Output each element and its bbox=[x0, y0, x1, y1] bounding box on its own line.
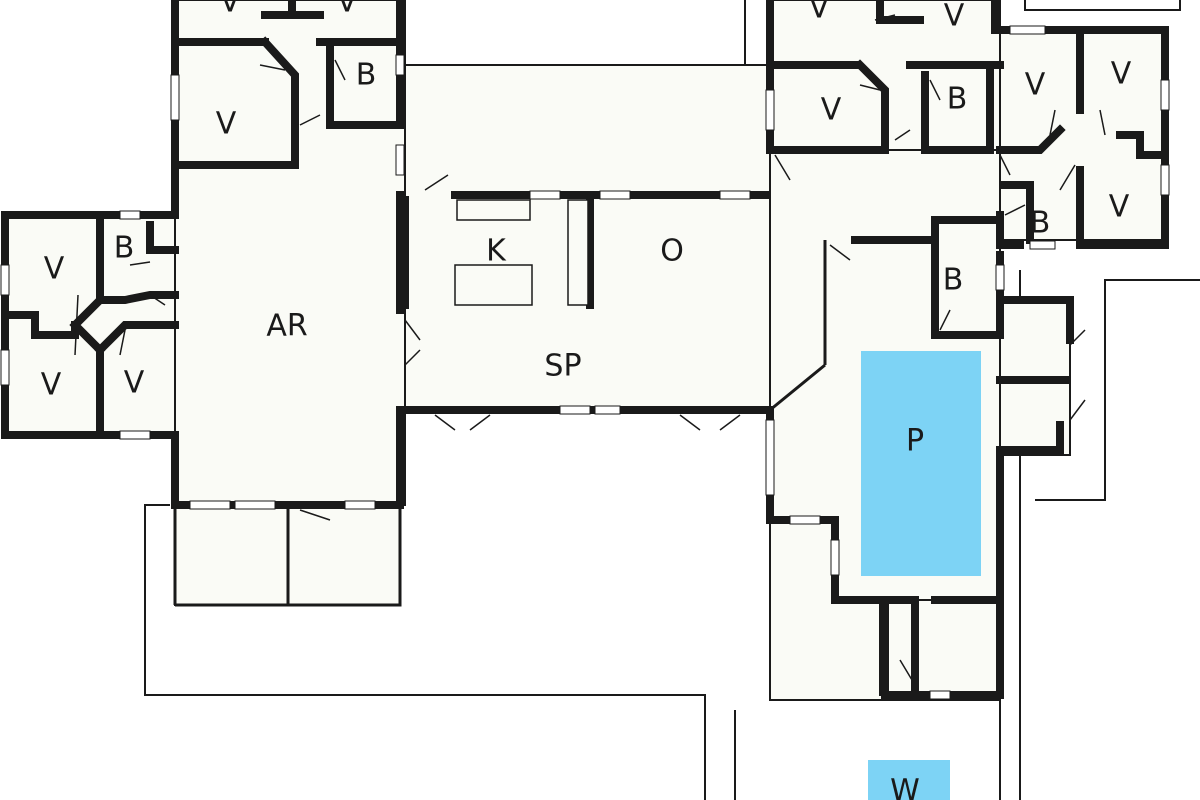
label-bedroom: V bbox=[1025, 68, 1046, 103]
label-bathroom: B bbox=[1030, 206, 1051, 241]
whirlpool bbox=[868, 760, 950, 800]
label-bedroom: V bbox=[41, 368, 62, 403]
label-living: O bbox=[660, 234, 684, 269]
label-bathroom: B bbox=[114, 231, 135, 266]
label-bedroom: V bbox=[124, 366, 145, 401]
pool bbox=[861, 351, 981, 576]
label-activity-room: AR bbox=[266, 309, 307, 344]
label-bedroom: V bbox=[809, 0, 830, 26]
partitions bbox=[173, 240, 827, 607]
label-whirlpool: W bbox=[890, 774, 920, 800]
label-bedroom: V bbox=[337, 0, 358, 20]
kitchen-counter bbox=[456, 199, 531, 221]
label-bathroom: B bbox=[947, 82, 968, 117]
label-pool: P bbox=[906, 424, 924, 459]
label-dining: SP bbox=[544, 349, 581, 384]
windows bbox=[0, 25, 1170, 700]
label-bathroom: B bbox=[356, 58, 377, 93]
label-bedroom: V bbox=[1111, 57, 1132, 92]
kitchen-island bbox=[454, 264, 533, 306]
label-bedroom: V bbox=[220, 0, 241, 20]
doors bbox=[74, 14, 1106, 681]
label-bedroom: V bbox=[821, 93, 842, 128]
kitchen-fixtures bbox=[454, 199, 589, 306]
room-labels: AR K O SP P W V V V B V V V B V V V B V … bbox=[41, 0, 1132, 800]
kitchen-column bbox=[567, 199, 589, 306]
label-bedroom: V bbox=[44, 252, 65, 287]
label-bedroom: V bbox=[944, 0, 965, 34]
label-kitchen: K bbox=[486, 234, 507, 269]
label-bedroom: V bbox=[1109, 190, 1130, 225]
label-bathroom: B bbox=[943, 263, 964, 298]
label-bedroom: V bbox=[216, 107, 237, 142]
